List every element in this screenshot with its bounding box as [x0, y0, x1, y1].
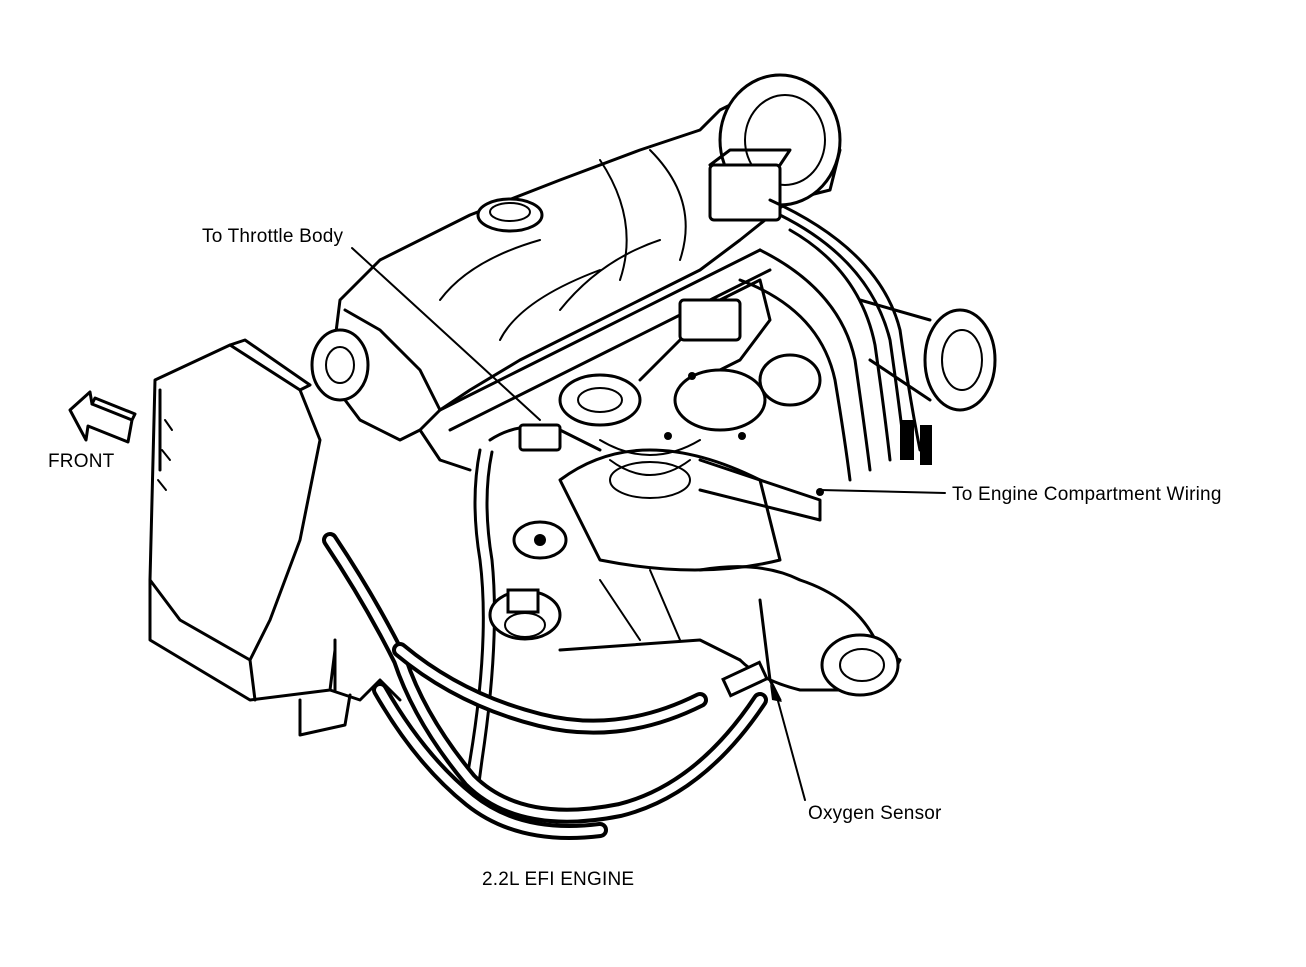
coolant-hoses: [322, 532, 768, 840]
leader-oxygen-sensor: [774, 689, 806, 801]
pulley-housing: [708, 73, 842, 222]
sensors: [488, 520, 568, 641]
accessory-pulley: [858, 298, 997, 412]
throttle-body-label: To Throttle Body: [202, 226, 344, 247]
exhaust-manifold: [698, 565, 902, 702]
oxygen-sensor-label: Oxygen Sensor: [808, 803, 942, 824]
leader-engine-wiring: [819, 489, 946, 494]
throttle-body-assembly: [558, 278, 822, 572]
ignition-wires: [738, 198, 932, 482]
air-cleaner-housing: [148, 338, 352, 737]
leader-lines: [351, 247, 946, 801]
diagram-caption: 2.2L EFI ENGINE: [482, 869, 635, 890]
air-inlet-tube: [310, 328, 370, 402]
engine-compartment-wiring-label: To Engine Compartment Wiring: [952, 484, 1222, 505]
engine-block: [328, 569, 742, 702]
front-label: FRONT: [48, 451, 115, 472]
front-arrow-icon: [68, 390, 137, 444]
leader-throttle-body: [351, 247, 541, 421]
